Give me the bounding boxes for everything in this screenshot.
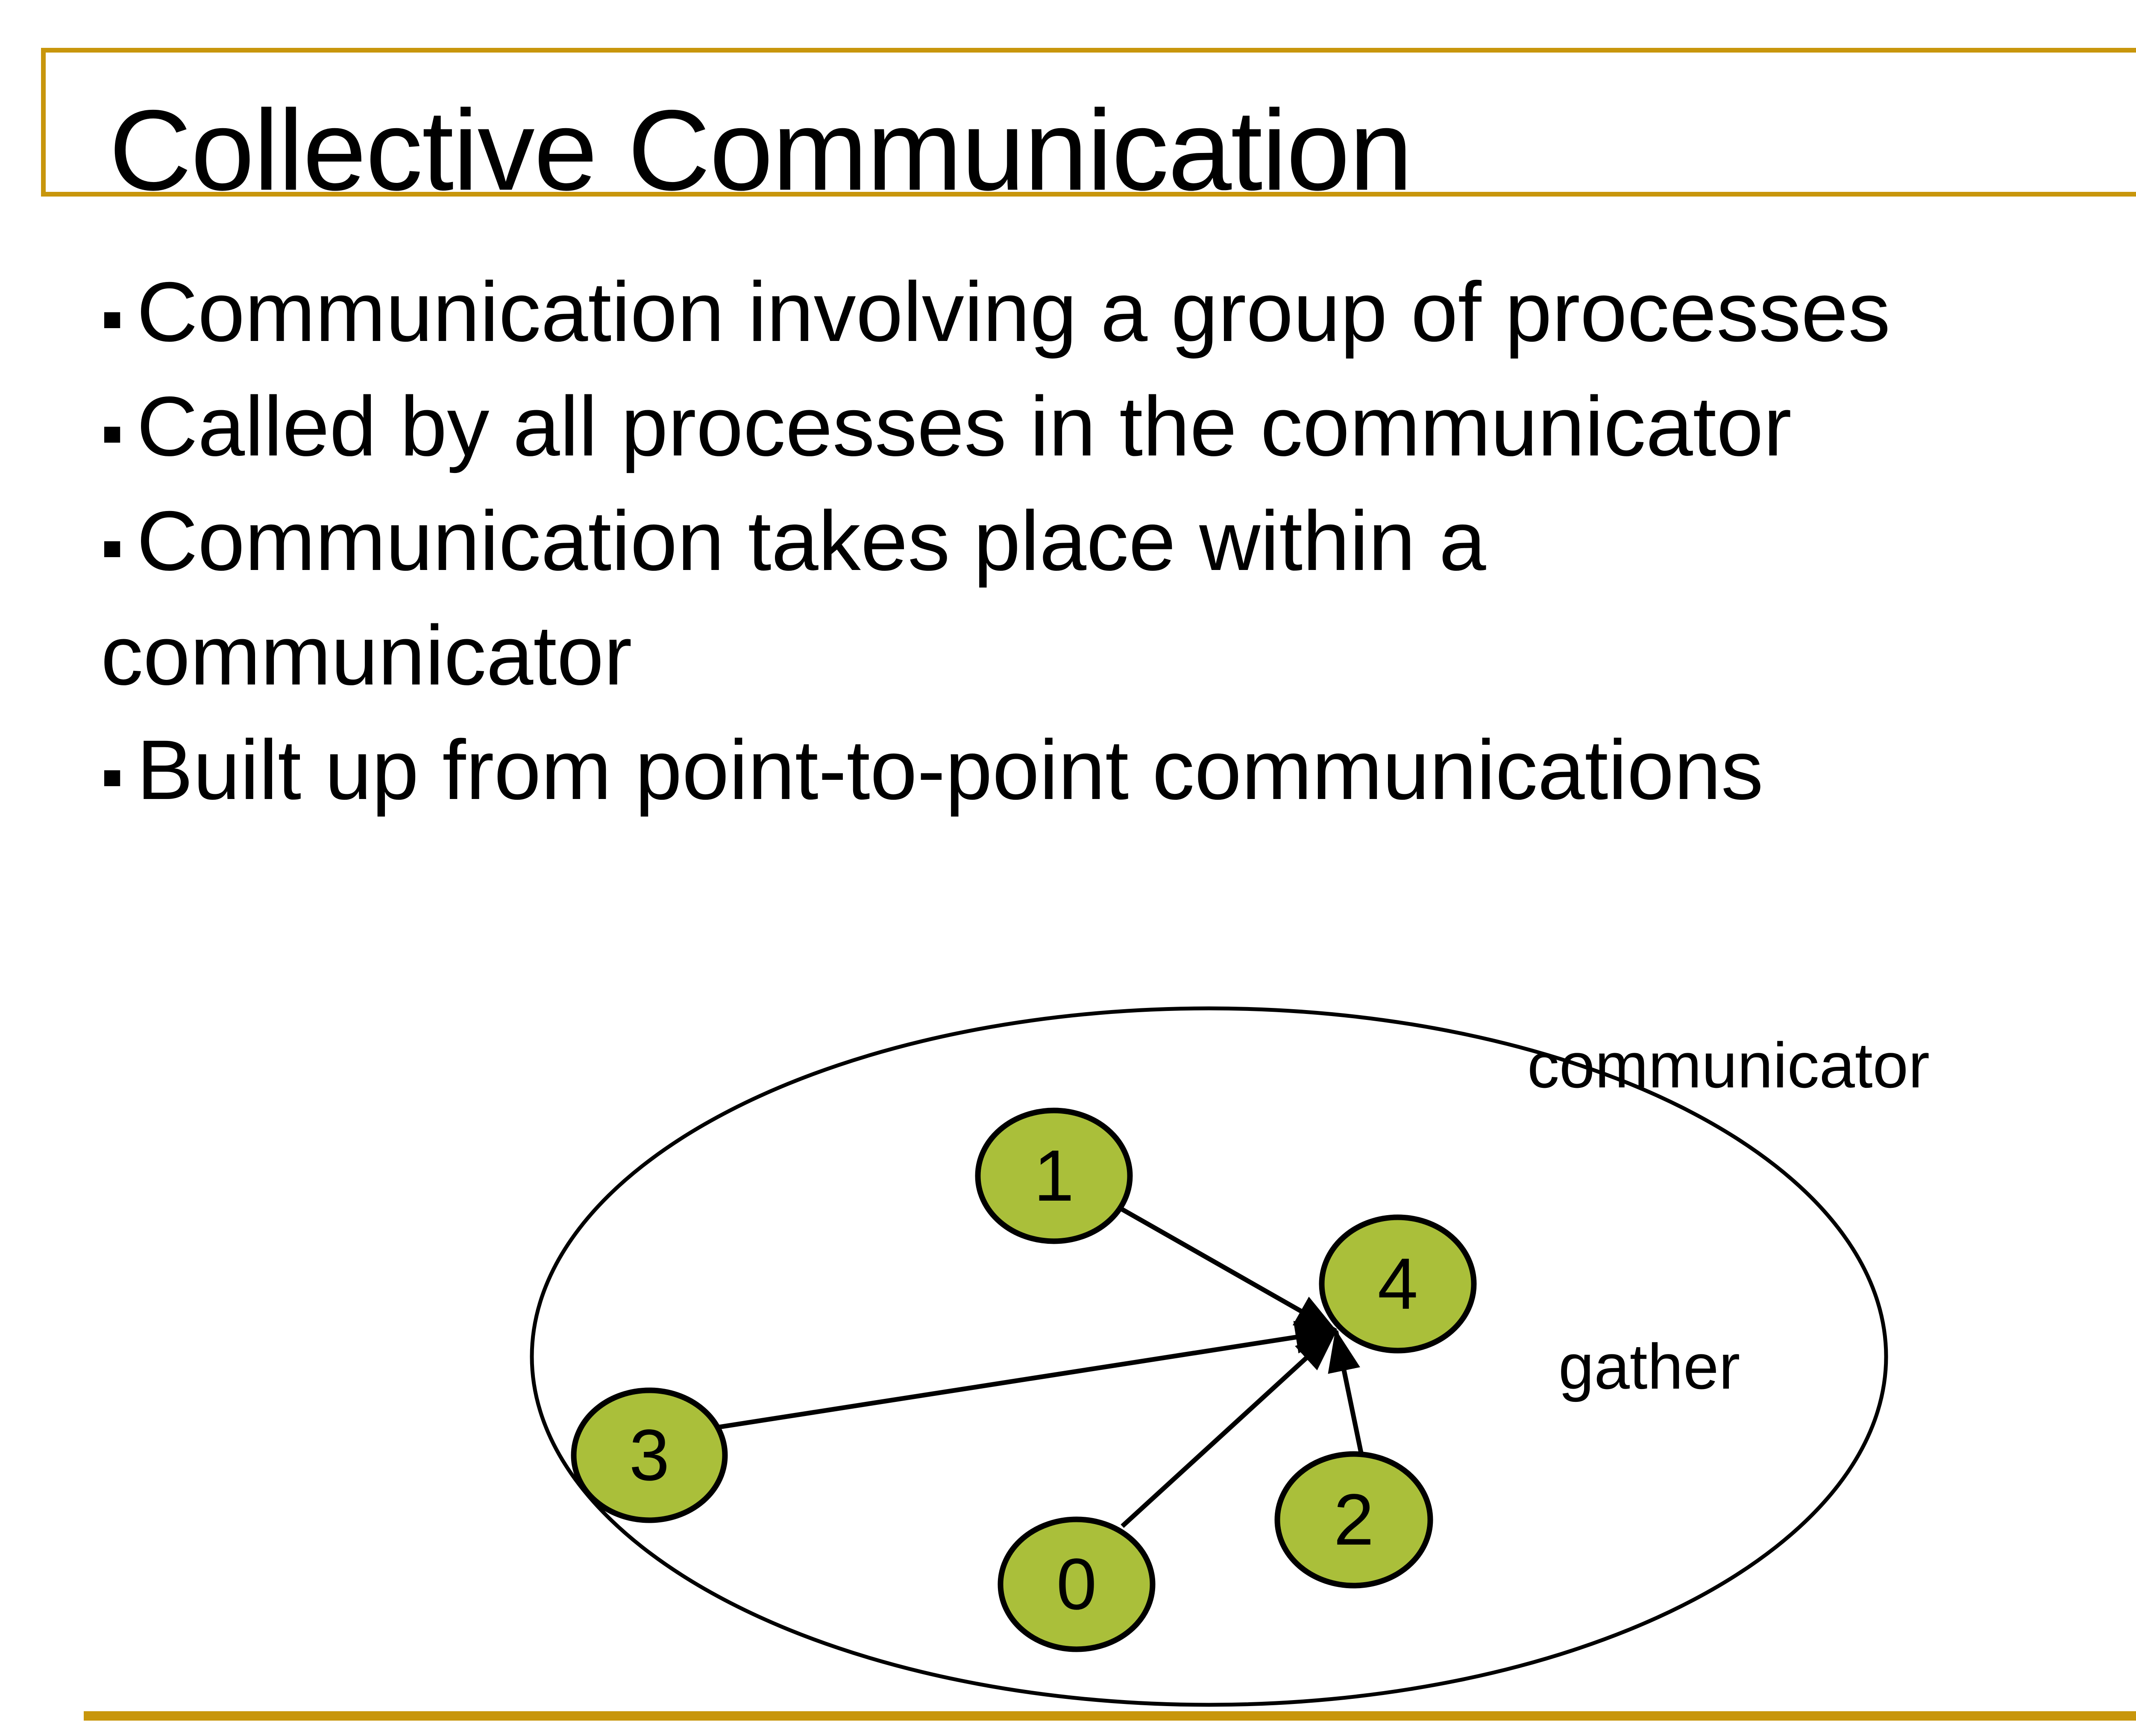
gather-label: gather (1558, 1331, 1740, 1402)
node-circle[interactable] (1319, 1214, 1477, 1354)
bullet-square-icon: ▪ (101, 397, 124, 468)
node-label: 3 (629, 1415, 670, 1496)
node-circle[interactable] (998, 1516, 1156, 1652)
list-item: ▪Built up from point-to-point communicat… (101, 713, 2136, 827)
page-title: Collective Communication (109, 86, 1413, 214)
process-node-3[interactable]: 3 (571, 1387, 728, 1523)
communicator-label: communicator (1527, 1029, 1930, 1101)
list-item-label: Built up from point-to-point communicati… (137, 723, 1763, 817)
list-item: ▪Communication takes place within a (101, 484, 2136, 598)
process-node-1[interactable]: 1 (975, 1107, 1133, 1244)
edge-0-to-4 (1121, 1329, 1338, 1528)
process-node-4[interactable]: 4 (1319, 1214, 1477, 1354)
node-circle[interactable] (571, 1387, 728, 1523)
node-label: 2 (1334, 1479, 1374, 1560)
edge-3-to-4 (719, 1321, 1338, 1430)
node-label: 4 (1378, 1243, 1418, 1325)
footer-rule (84, 1711, 2136, 1721)
process-node-2[interactable]: 2 (1274, 1451, 1433, 1589)
edge-2-to-4 (1328, 1329, 1364, 1454)
title-box: Collective Communication (41, 48, 2136, 207)
process-node-0[interactable]: 0 (998, 1516, 1156, 1652)
edge-group (719, 1207, 1364, 1528)
bullet-square-icon: ▪ (101, 282, 124, 354)
node-circle[interactable] (1274, 1451, 1433, 1589)
bullet-list: ▪Communication involving a group of proc… (101, 255, 2136, 827)
list-item-label: Communication involving a group of proce… (137, 264, 1891, 359)
list-item-label: Communication takes place within a (137, 493, 1486, 588)
list-item: ▪Called by all processes in the communic… (101, 369, 2136, 484)
node-label: 1 (1034, 1135, 1074, 1216)
list-item-continuation: communicator (101, 608, 632, 702)
edge-1-to-4 (1121, 1207, 1338, 1333)
node-circle[interactable] (975, 1107, 1133, 1244)
list-item-label: Called by all processes in the communica… (137, 379, 1792, 473)
list-item: ▪Communication involving a group of proc… (101, 255, 2136, 369)
bullet-square-icon: ▪ (101, 511, 124, 583)
communicator-boundary-ellipse (530, 1006, 1888, 1707)
bullet-square-icon: ▪ (101, 740, 124, 812)
node-label: 0 (1056, 1544, 1097, 1625)
